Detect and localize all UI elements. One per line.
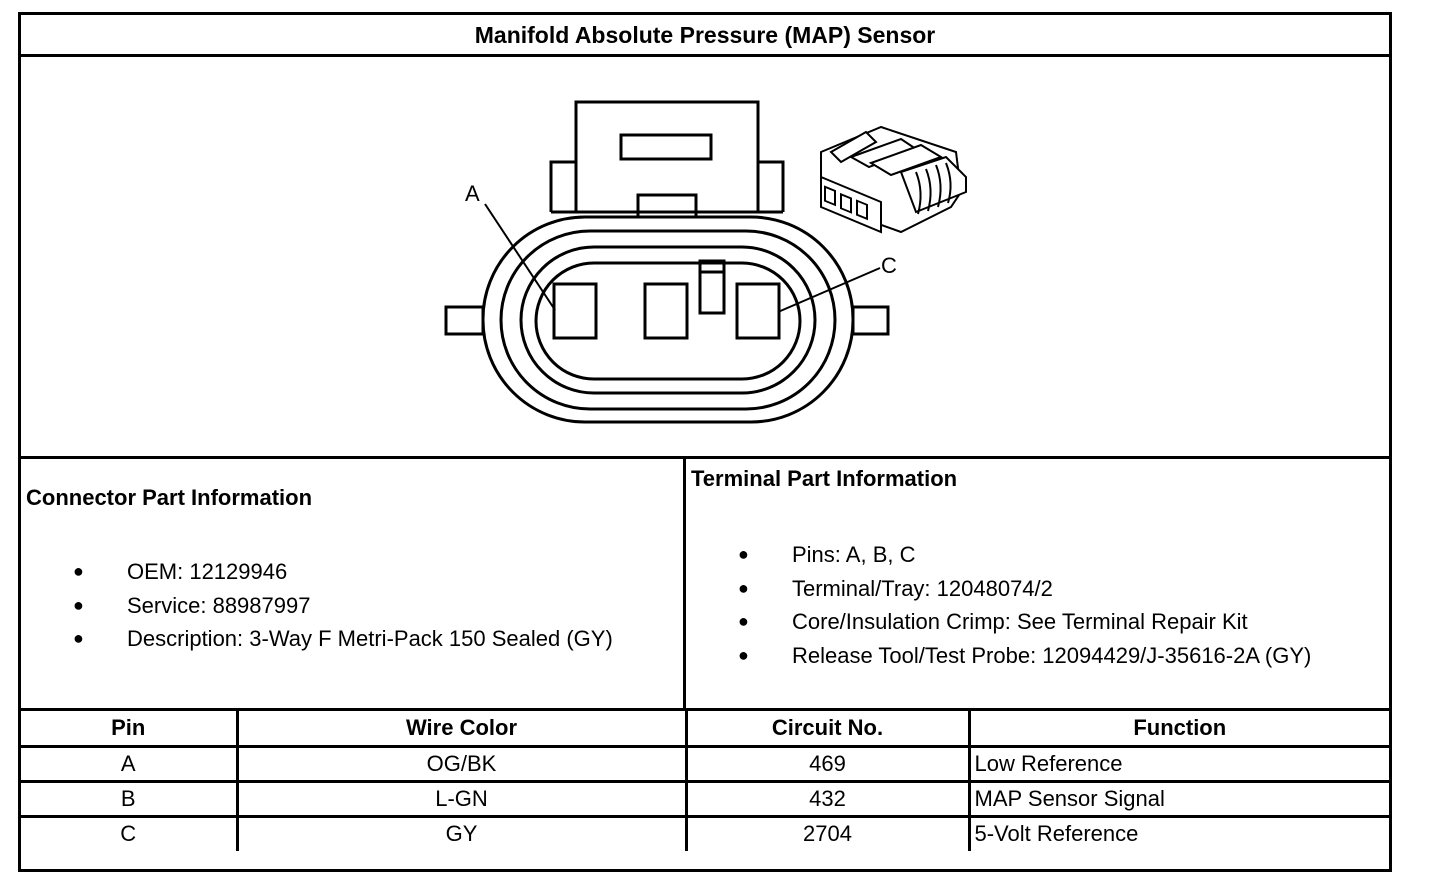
connector-diagram: A C	[21, 57, 1389, 459]
circuit-cell: 469	[684, 744, 971, 783]
pin-cell: C	[21, 814, 239, 851]
column-header-wire-color: Wire Color	[235, 711, 688, 748]
connector-3d-icon	[820, 125, 967, 234]
connector-info-heading: Connector Part Information	[26, 485, 313, 510]
table-header-row: Pin Wire Color Circuit No. Function	[21, 711, 1389, 748]
circuit-cell: 2704	[684, 814, 971, 851]
connector-info-list: ●OEM: 12129946 ●Service: 88987997 ●Descr…	[73, 555, 613, 656]
list-item: ●Core/Insulation Crimp: See Terminal Rep…	[738, 605, 1311, 639]
table-row: C GY 2704 5-Volt Reference	[21, 814, 1389, 851]
bullet-icon: ●	[738, 577, 749, 598]
column-header-circuit: Circuit No.	[684, 711, 971, 748]
pin-a-callout: A	[465, 181, 480, 206]
list-item: ●Release Tool/Test Probe: 12094429/J-356…	[738, 639, 1311, 673]
table-row: A OG/BK 469 Low Reference	[21, 744, 1389, 783]
pin-c-callout: C	[881, 253, 897, 278]
bullet-icon: ●	[73, 628, 84, 648]
terminal-info-list: ●Pins: A, B, C ●Terminal/Tray: 12048074/…	[738, 538, 1311, 672]
list-item: ●Description: 3-Way F Metri-Pack 150 Sea…	[73, 622, 613, 656]
terminal-info-heading: Terminal Part Information	[691, 466, 958, 491]
connector-part-info: Connector Part Information ●OEM: 1212994…	[21, 459, 686, 711]
wire-color-cell: OG/BK	[235, 744, 688, 783]
page-title: Manifold Absolute Pressure (MAP) Sensor	[21, 15, 1389, 57]
bullet-icon: ●	[738, 544, 749, 564]
bullet-icon: ●	[73, 594, 84, 615]
function-cell: MAP Sensor Signal	[967, 779, 1389, 818]
function-cell: 5-Volt Reference	[967, 814, 1389, 851]
list-item: ●Terminal/Tray: 12048074/2	[738, 572, 1311, 606]
connector-face-drawing: A C	[444, 100, 967, 424]
list-item: ●Pins: A, B, C	[738, 538, 1311, 572]
bullet-icon: ●	[73, 561, 84, 581]
circuit-cell: 432	[684, 779, 971, 818]
list-item: ●Service: 88987997	[73, 589, 613, 623]
list-item: ●OEM: 12129946	[73, 555, 613, 589]
column-header-function: Function	[967, 711, 1389, 748]
bullet-icon: ●	[738, 611, 749, 631]
wire-color-cell: GY	[235, 814, 688, 851]
bullet-icon: ●	[738, 644, 749, 665]
terminal-cavity-b	[643, 282, 689, 340]
table-row: B L-GN 432 MAP Sensor Signal	[21, 779, 1389, 818]
terminal-cavity-a	[552, 282, 598, 340]
terminal-part-info: Terminal Part Information ●Pins: A, B, C…	[686, 459, 1389, 711]
column-header-pin: Pin	[21, 711, 239, 748]
connector-sheet: Manifold Absolute Pressure (MAP) Sensor	[18, 12, 1392, 872]
pin-cell: A	[21, 744, 239, 783]
pin-cell: B	[21, 779, 239, 818]
pinout-table: Pin Wire Color Circuit No. Function A OG…	[21, 711, 1389, 851]
wire-color-cell: L-GN	[235, 779, 688, 818]
function-cell: Low Reference	[967, 744, 1389, 783]
